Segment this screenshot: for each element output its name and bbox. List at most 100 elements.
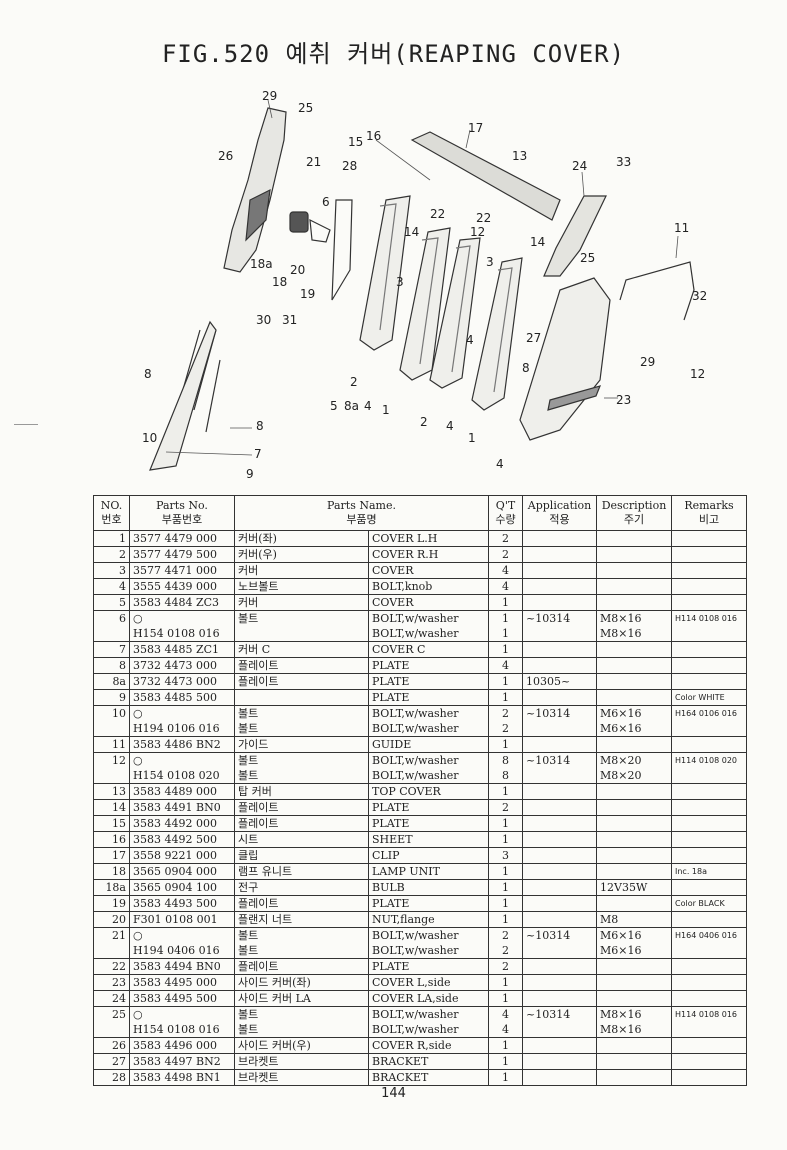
description-cell: M6×16 [596, 721, 672, 737]
korean-name-cell: 볼트 [234, 943, 369, 959]
remarks-cell [671, 974, 747, 991]
remarks-cell [671, 990, 747, 1007]
korean-name-cell: 플레이트 [234, 815, 369, 832]
application-cell: ~10314 [522, 1006, 597, 1022]
english-name-cell: BOLT,w/washer [368, 705, 489, 721]
callout: 27 [526, 331, 541, 345]
part-number-cell: 3583 4494 BN0 [129, 958, 235, 975]
english-name-cell: PLATE [368, 895, 489, 912]
korean-name-cell: 탑 커버 [234, 783, 369, 800]
callout: 1 [382, 403, 390, 417]
remarks-cell [671, 831, 747, 848]
application-cell [522, 546, 597, 563]
description-cell [596, 990, 672, 1007]
quantity-cell: 4 [488, 578, 523, 595]
row-number-cell: 3 [93, 562, 130, 579]
application-cell [522, 768, 597, 784]
remarks-cell [671, 626, 747, 642]
quantity-cell: 1 [488, 594, 523, 611]
quantity-cell: 1 [488, 610, 523, 626]
application-cell [522, 974, 597, 991]
row-number-cell: 26 [93, 1037, 130, 1054]
description-cell: M6×16 [596, 705, 672, 721]
page-number: 144 [381, 1086, 406, 1101]
korean-name-cell: 커버(좌) [234, 530, 369, 547]
english-name-cell: GUIDE [368, 736, 489, 753]
description-cell: M6×16 [596, 927, 672, 943]
english-name-cell: BOLT,knob [368, 578, 489, 595]
description-cell [596, 736, 672, 753]
description-cell [596, 847, 672, 864]
part-number-cell: H194 0406 016 [129, 943, 235, 959]
remarks-cell [671, 657, 747, 674]
part-number-cell: ○ [129, 705, 235, 721]
remarks-cell [671, 562, 747, 579]
part-number-cell: 3583 4493 500 [129, 895, 235, 912]
description-cell [596, 1037, 672, 1054]
quantity-cell: 3 [488, 847, 523, 864]
quantity-cell: 4 [488, 1006, 523, 1022]
part-number-cell: 3555 4439 000 [129, 578, 235, 595]
application-cell [522, 689, 597, 706]
application-cell: ~10314 [522, 610, 597, 626]
quantity-cell: 1 [488, 626, 523, 642]
korean-name-cell: 사이드 커버 LA [234, 990, 369, 1007]
application-cell [522, 657, 597, 674]
description-cell [596, 641, 672, 658]
description-cell [596, 530, 672, 547]
korean-name-cell: 볼트 [234, 721, 369, 737]
remarks-cell [671, 546, 747, 563]
callout: 14 [530, 235, 545, 249]
description-cell [596, 958, 672, 975]
english-name-cell: BOLT,w/washer [368, 721, 489, 737]
description-cell [596, 799, 672, 816]
row-number-cell: 10 [93, 705, 130, 721]
description-cell [596, 815, 672, 832]
quantity-cell: 4 [488, 1022, 523, 1038]
callout: 14 [404, 225, 419, 239]
application-cell [522, 626, 597, 642]
quantity-cell: 1 [488, 1069, 523, 1086]
application-cell [522, 736, 597, 753]
callout: 21 [306, 155, 321, 169]
row-number-cell: 28 [93, 1069, 130, 1086]
description-cell [596, 673, 672, 690]
application-cell [522, 895, 597, 912]
english-name-cell: COVER [368, 562, 489, 579]
english-name-cell: COVER LA,side [368, 990, 489, 1007]
remarks-cell: Color WHITE [671, 689, 747, 706]
quantity-cell: 1 [488, 974, 523, 991]
quantity-cell: 2 [488, 943, 523, 959]
korean-name-cell: 볼트 [234, 927, 369, 943]
english-name-cell: BULB [368, 879, 489, 896]
application-cell [522, 783, 597, 800]
part-number-cell: 3583 4485 ZC1 [129, 641, 235, 658]
callout: 20 [290, 263, 305, 277]
part-number-cell: 3577 4471 000 [129, 562, 235, 579]
description-cell: 12V35W [596, 879, 672, 896]
english-name-cell: COVER [368, 594, 489, 611]
english-name-cell: SHEET [368, 831, 489, 848]
english-name-cell: PLATE [368, 673, 489, 690]
remarks-cell: H164 0406 016 [671, 927, 747, 943]
callout: 12 [690, 367, 705, 381]
remarks-cell: H114 0108 020 [671, 752, 747, 768]
korean-name-cell: 브라켓트 [234, 1069, 369, 1086]
application-cell: ~10314 [522, 927, 597, 943]
english-name-cell: PLATE [368, 958, 489, 975]
callout: 4 [466, 333, 474, 347]
quantity-cell: 2 [488, 799, 523, 816]
description-cell: M8×16 [596, 1006, 672, 1022]
